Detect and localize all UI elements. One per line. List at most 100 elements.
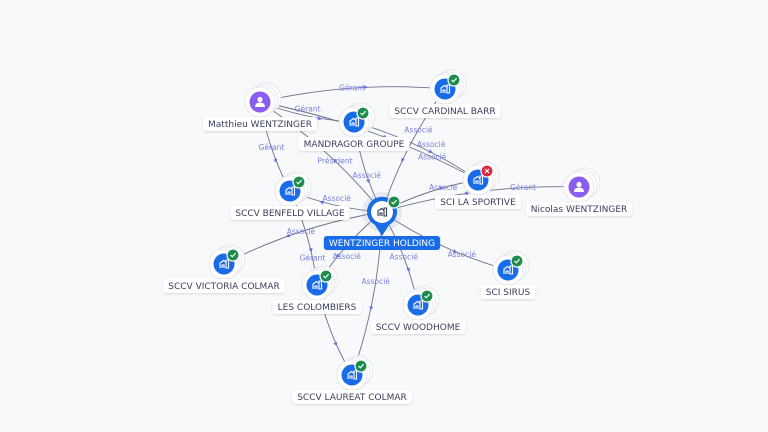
edge-line xyxy=(259,86,446,103)
person-icon xyxy=(255,96,265,107)
active-check-icon xyxy=(447,73,461,87)
node-label: SCI SIRUS xyxy=(486,288,531,298)
node-woodhome[interactable]: SCCV WOODHOME xyxy=(370,285,466,334)
node-label: SCCV WOODHOME xyxy=(376,323,461,333)
edge-arrow-icon xyxy=(333,341,338,347)
person-icon xyxy=(574,181,584,192)
edge-line xyxy=(381,211,509,271)
node-sirus[interactable]: SCI SIRUS xyxy=(480,250,536,299)
edge-arrow-icon xyxy=(463,191,468,196)
edge-label: Associé xyxy=(417,140,446,149)
edge-arrow-icon xyxy=(273,158,278,163)
active-check-icon xyxy=(387,195,401,209)
node-label-bg xyxy=(525,202,633,216)
node-label: MANDRAGOR GROUPE xyxy=(304,140,405,150)
edge-arrow-icon xyxy=(369,306,374,311)
node-benfeld[interactable]: SCCV BENFELD VILLAGE xyxy=(230,171,350,220)
node-laureat[interactable]: SCCV LAUREAT COLMAR xyxy=(292,355,412,404)
building-icon xyxy=(503,265,514,275)
edge-arrow-icon xyxy=(452,249,458,253)
inactive-badge-icon xyxy=(480,164,494,178)
node-label: SCI LA SPORTIVE xyxy=(440,198,516,208)
active-check-icon xyxy=(292,175,306,189)
center-label-bg xyxy=(323,236,441,250)
active-check-icon xyxy=(356,106,370,120)
edge-label: Gérant xyxy=(300,253,326,262)
edge-holding-sirus xyxy=(381,211,509,271)
edge-arrow-icon xyxy=(439,186,444,191)
edge-arrow-icon xyxy=(401,157,405,163)
node-matthieu[interactable]: Matthieu WENTZINGER xyxy=(203,82,317,131)
active-check-icon xyxy=(510,254,524,268)
edge-label: Associé xyxy=(362,277,391,286)
building-icon xyxy=(473,175,484,185)
building-icon xyxy=(413,300,424,310)
node-label-bg xyxy=(370,320,466,334)
active-check-icon xyxy=(420,289,434,303)
node-mandragor[interactable]: MANDRAGOR GROUPE xyxy=(298,102,410,151)
node-label-bg xyxy=(298,137,410,151)
building-icon xyxy=(377,207,388,217)
node-label-bg xyxy=(230,206,350,220)
node-nicolas[interactable]: Nicolas WENTZINGER xyxy=(525,167,633,216)
node-label-bg xyxy=(203,117,317,131)
active-check-icon xyxy=(319,269,333,283)
node-label-bg xyxy=(163,279,285,293)
edge-arrow-icon xyxy=(319,200,324,205)
edge-label: Associé xyxy=(287,227,316,236)
active-check-icon xyxy=(226,248,240,262)
building-icon xyxy=(440,84,451,94)
edge-arrow-icon xyxy=(366,178,370,184)
nodes-layer: Matthieu WENTZINGER Nicolas WENTZINGER SCC… xyxy=(163,69,633,404)
edge-arrow-icon xyxy=(335,253,341,258)
edge-arrow-icon xyxy=(363,85,368,90)
node-center-holding[interactable]: WENTZINGER HOLDING xyxy=(323,192,441,250)
node-label: LES COLOMBIERS xyxy=(278,303,357,313)
building-icon xyxy=(347,370,358,380)
edge-line xyxy=(259,101,479,181)
node-label: SCCV BENFELD VILLAGE xyxy=(235,209,345,219)
node-label-bg xyxy=(389,104,501,118)
building-icon xyxy=(349,117,360,127)
edge-matthieu-cardinal xyxy=(259,85,446,103)
edge-label: Associé xyxy=(429,183,458,192)
edge-label: Associé xyxy=(333,252,362,261)
center-label: WENTZINGER HOLDING xyxy=(329,239,435,249)
node-cardinal[interactable]: SCCV CARDINAL BARR xyxy=(389,69,501,118)
node-label-bg xyxy=(272,300,362,314)
active-check-icon xyxy=(354,359,368,373)
node-label: Nicolas WENTZINGER xyxy=(531,205,628,215)
edge-label: Associé xyxy=(418,153,447,162)
edge-label: Associé xyxy=(323,194,352,203)
edge-labels-layer: GérantGérantAssociéGérantPrésidentAssoci… xyxy=(259,84,536,287)
building-icon xyxy=(312,280,323,290)
edge-arrow-icon xyxy=(428,149,433,153)
node-label: SCCV LAUREAT COLMAR xyxy=(297,393,407,403)
edge-label: Gérant xyxy=(295,104,321,113)
node-label-bg xyxy=(480,285,536,299)
edge-arrow-icon xyxy=(308,247,313,253)
edge-arrow-icon xyxy=(317,116,322,121)
edge-arrow-icon xyxy=(406,267,410,272)
edge-line xyxy=(259,101,383,213)
edge-matthieu-holding xyxy=(259,101,383,213)
edge-arrow-icon xyxy=(285,233,291,238)
edge-label: Associé xyxy=(448,250,477,259)
node-label-bg xyxy=(435,195,521,209)
building-icon xyxy=(285,186,296,196)
edge-label: Associé xyxy=(353,171,382,180)
node-sportive[interactable]: SCI LA SPORTIVE xyxy=(435,160,521,209)
node-label: Matthieu WENTZINGER xyxy=(208,120,312,130)
edge-label: Gérant xyxy=(510,183,536,192)
node-victoria[interactable]: SCCV VICTORIA COLMAR xyxy=(163,244,285,293)
edge-label: Associé xyxy=(404,125,433,134)
edge-arrow-icon xyxy=(332,158,338,163)
node-label: SCCV CARDINAL BARR xyxy=(394,107,495,117)
edge-label: Associé xyxy=(390,253,419,262)
node-colombiers[interactable]: LES COLOMBIERS xyxy=(272,265,362,314)
building-icon xyxy=(219,259,230,269)
edge-label: Président xyxy=(318,157,353,166)
edge-label: Gérant xyxy=(259,143,285,152)
node-label-bg xyxy=(292,390,412,404)
